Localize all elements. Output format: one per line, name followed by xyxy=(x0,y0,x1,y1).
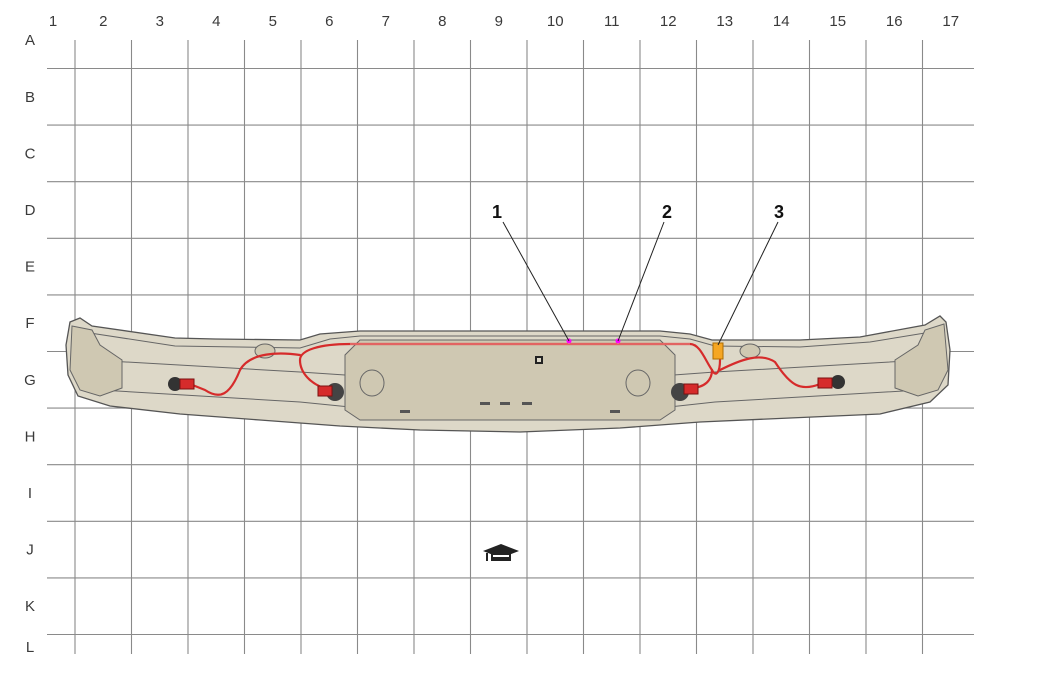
column-label: 13 xyxy=(716,13,733,30)
slot xyxy=(522,402,532,405)
row-label: F xyxy=(25,315,34,332)
connector-left-inner xyxy=(317,385,333,397)
slot xyxy=(480,402,490,405)
row-label: J xyxy=(26,542,34,559)
upper-hole-right xyxy=(739,343,761,359)
mount-hole-left xyxy=(359,369,385,397)
connector-left-outer xyxy=(179,378,195,390)
column-label: 7 xyxy=(382,13,390,30)
slot xyxy=(610,410,620,413)
slot xyxy=(400,410,410,413)
graduation-cap-icon xyxy=(483,544,519,561)
wiring-harness xyxy=(188,342,822,396)
callout-number-3: 3 xyxy=(774,202,784,222)
callout-line-3 xyxy=(717,221,779,346)
harness-clip xyxy=(712,342,724,360)
column-label: 2 xyxy=(99,13,107,30)
row-label: H xyxy=(25,428,36,445)
callout-number-1: 1 xyxy=(492,202,502,222)
slot xyxy=(500,402,510,405)
connector-right-outer xyxy=(817,377,833,389)
column-label: 10 xyxy=(547,13,564,30)
sensor-mount-1 xyxy=(168,377,182,391)
column-label: 4 xyxy=(212,13,220,30)
bumper-left-end xyxy=(69,325,123,397)
row-label: I xyxy=(28,485,32,502)
callout-line-1 xyxy=(502,221,570,342)
callouts: 1 2 3 xyxy=(492,202,784,346)
row-labels: A B C D E F G H I J K L xyxy=(24,32,36,656)
column-label: 16 xyxy=(886,13,903,30)
column-label: 12 xyxy=(660,13,677,30)
row-label: K xyxy=(25,598,35,615)
harness-right-branch xyxy=(718,356,822,389)
connectors xyxy=(179,338,833,397)
bumper-right-end xyxy=(894,323,949,397)
rear-bumper xyxy=(65,315,951,433)
bumper-center-panel xyxy=(344,339,676,421)
column-label: 14 xyxy=(773,13,790,30)
callout-number-2: 2 xyxy=(662,202,672,222)
mount-hole-right xyxy=(625,369,651,397)
callout-line-2 xyxy=(617,221,665,342)
row-label: A xyxy=(25,32,35,49)
column-label: 9 xyxy=(495,13,503,30)
center-badge-inner xyxy=(537,358,541,362)
column-label: 5 xyxy=(269,13,277,30)
row-label: E xyxy=(25,259,35,276)
row-label: C xyxy=(25,145,36,162)
column-label: 1 xyxy=(49,13,57,30)
column-label: 3 xyxy=(156,13,164,30)
row-label: D xyxy=(25,202,36,219)
column-label: 15 xyxy=(829,13,846,30)
sensor-mount-4 xyxy=(831,375,845,389)
column-label: 8 xyxy=(438,13,446,30)
column-label: 6 xyxy=(325,13,333,30)
harness-left-branch xyxy=(188,352,302,396)
column-label: 11 xyxy=(604,13,620,30)
connector-right-inner xyxy=(683,383,699,395)
column-label: 17 xyxy=(942,13,959,30)
row-label: B xyxy=(25,89,35,106)
row-label: L xyxy=(26,639,34,656)
row-label: G xyxy=(24,372,36,389)
